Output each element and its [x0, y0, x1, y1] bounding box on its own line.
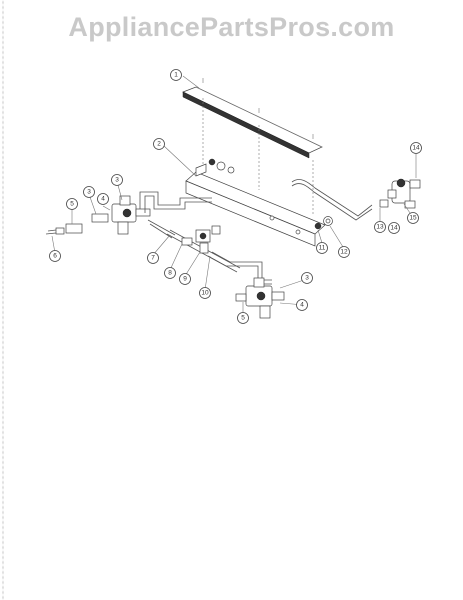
part-right-valve	[235, 277, 285, 319]
svg-text:4: 4	[300, 302, 304, 309]
svg-text:13: 13	[376, 224, 384, 231]
part-supply-tube	[291, 179, 373, 221]
page-edge-dots	[2, 0, 4, 600]
callout-14b: 14	[388, 222, 400, 234]
part-top-plate	[182, 78, 323, 159]
part-regulator	[379, 178, 421, 209]
callout-2: 2	[153, 138, 165, 150]
callout-3b: 3	[83, 186, 95, 198]
callout-14: 14	[410, 142, 422, 154]
callout-5: 5	[66, 198, 78, 210]
svg-text:3: 3	[115, 177, 119, 184]
svg-text:8: 8	[168, 270, 172, 277]
callout-4b: 4	[296, 299, 308, 311]
callout-15: 15	[407, 212, 419, 224]
svg-text:14: 14	[390, 225, 398, 232]
svg-text:6: 6	[53, 253, 57, 260]
callout-1: 1	[170, 69, 182, 81]
svg-text:5: 5	[70, 201, 74, 208]
part-left-valve	[45, 195, 151, 235]
svg-text:3: 3	[305, 275, 309, 282]
svg-text:15: 15	[409, 215, 417, 222]
part-tee-fitting	[181, 225, 221, 254]
watermark: AppliancePartsPros.com	[68, 12, 395, 42]
svg-text:10: 10	[201, 290, 209, 297]
svg-text:14: 14	[412, 145, 420, 152]
svg-text:11: 11	[319, 245, 326, 252]
svg-text:12: 12	[340, 249, 348, 256]
svg-text:2: 2	[157, 141, 161, 148]
svg-text:3: 3	[87, 189, 91, 196]
callout-7: 7	[147, 252, 159, 264]
svg-text:7: 7	[151, 255, 155, 262]
part-manifold-bracket	[185, 158, 333, 247]
callout-5b: 5	[237, 312, 249, 324]
svg-text:9: 9	[183, 276, 187, 283]
callout-3: 3	[111, 174, 123, 186]
callout-10: 10	[199, 287, 211, 299]
callout-13: 13	[374, 221, 386, 233]
callout-9: 9	[179, 273, 191, 285]
callout-3c: 3	[301, 272, 313, 284]
callout-6: 6	[49, 250, 61, 262]
callout-4: 4	[97, 193, 109, 205]
callout-12: 12	[338, 246, 350, 258]
callout-8: 8	[164, 267, 176, 279]
callout-11: 11	[316, 242, 328, 254]
svg-text:1: 1	[174, 72, 178, 79]
svg-text:5: 5	[241, 315, 245, 322]
svg-text:4: 4	[101, 196, 105, 203]
